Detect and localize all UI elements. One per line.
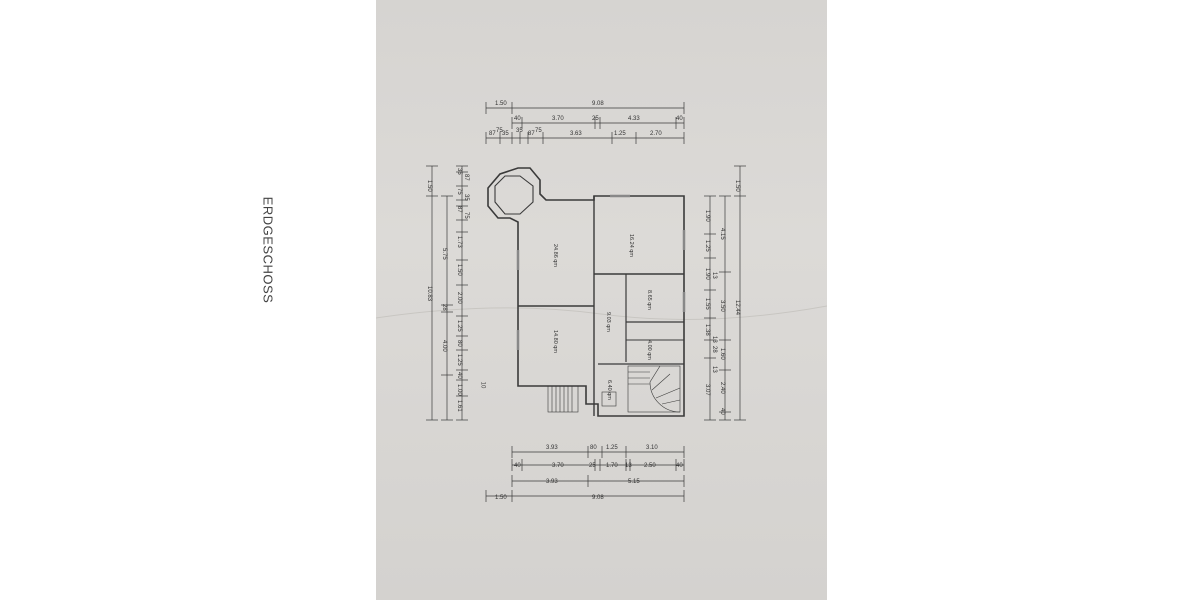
dim-right-small-2: 13 [711, 336, 717, 343]
dim-right-mid-2: 3.50 [719, 300, 725, 312]
dim-top-row3-3: 35 [502, 131, 509, 137]
dim-top-row3-1: 87 [489, 131, 496, 137]
dim-right-mid-3: 1.60 [719, 348, 725, 360]
room-label-16-24: 16.24 qm [628, 234, 634, 257]
dim-left-outer-1: 1.50 [426, 180, 432, 192]
dim-top-row2-1: 40 [514, 116, 521, 122]
dim-top-row3-4: 35 [516, 128, 523, 134]
dim-left-inner-2: 87 [463, 174, 469, 181]
room-label-4-00: 4.00 qm [646, 340, 652, 360]
dim-top-row2-5: 40 [676, 116, 683, 122]
dim-left-inner-4: 35 [463, 194, 469, 201]
dim-bottom-row1-2: 80 [590, 445, 597, 451]
dim-left-outer-2: 10.83 [426, 286, 432, 302]
dim-top-row3-8: 1.25 [614, 131, 626, 137]
dim-top-row3-7: 3.63 [570, 131, 582, 137]
room-label-6-40: 6.40 qm [606, 380, 612, 400]
dim-left-mid-2: 28 [441, 304, 447, 311]
dim-right-inner-1: 1.90 [704, 210, 710, 222]
dim-top-row3-2: 75 [496, 128, 503, 134]
stray-mark: 10 [479, 381, 486, 389]
dim-top-row1-2: 9.08 [592, 101, 604, 107]
dim-top-row3-9: 2.70 [650, 131, 662, 137]
paper-sheet [376, 0, 827, 600]
dim-bottom-row3-1: 3.93 [546, 479, 558, 485]
dim-top-row2-2: 3.70 [552, 116, 564, 122]
dim-left-inner-6: 75 [463, 212, 469, 219]
dim-left-inner-5: 87 [456, 206, 462, 213]
dim-bottom-row1-4: 3.10 [646, 445, 658, 451]
dim-left-inner-8: 1.50 [456, 264, 462, 276]
dim-left-inner-13: 40 [456, 372, 462, 379]
dim-top-row1-1: 1.50 [495, 101, 507, 107]
room-label-9-03: 9.03 qm [605, 312, 611, 332]
room-label-24-86: 24.86 qm [552, 244, 558, 267]
dim-bottom-row4-2: 9.08 [592, 495, 604, 501]
dim-right-small-5: 40 [719, 408, 725, 415]
dim-top-row3-5: 87 [528, 131, 535, 137]
room-label-14-80: 14.80 qm [552, 330, 558, 353]
room-label-8-65: 8.65 qm [646, 290, 652, 310]
dim-bottom-row2-7: 40 [676, 463, 683, 469]
dim-left-inner-7: 1.73 [456, 236, 462, 248]
dim-right-outer-1: 1.50 [734, 180, 740, 192]
dim-top-row2-4: 4.33 [628, 116, 640, 122]
dim-right-inner-4: 1.55 [704, 298, 710, 310]
dim-left-inner-12: 1.25 [456, 354, 462, 366]
dim-right-small-4: 28 [711, 346, 717, 353]
dim-right-mid-4: 2.40 [719, 382, 725, 394]
dim-bottom-row2-2: 3.70 [552, 463, 564, 469]
dim-top-row2-3: 25 [592, 116, 599, 122]
dim-bottom-row2-6: 2.50 [644, 463, 656, 469]
dim-right-inner-2: 1.25 [704, 240, 710, 252]
dim-bottom-row1-1: 3.93 [546, 445, 558, 451]
dim-left-inner-11: 80 [456, 340, 462, 347]
floor-title: ERDGESCHOSS [260, 196, 276, 304]
dim-right-mid-1: 4.15 [719, 228, 725, 240]
dim-bottom-row2-3: 25 [589, 463, 596, 469]
dim-left-inner-15: 1.61 [456, 400, 462, 412]
dim-left-inner-10: 1.25 [456, 320, 462, 332]
dim-left-mid-3: 4.00 [441, 340, 447, 352]
dim-bottom-row3-2: 5.15 [628, 479, 640, 485]
dim-bottom-row2-1: 40 [514, 463, 521, 469]
dim-left-inner-9: 2.00 [456, 292, 462, 304]
dim-bottom-row2-4: 1.70 [606, 463, 618, 469]
dim-right-small-3: 13 [711, 366, 717, 373]
dim-left-inner-1: 35 [456, 168, 462, 175]
dim-left-inner-14: 1.00 [456, 384, 462, 396]
dim-left-mid-1: 5.75 [441, 248, 447, 260]
dim-top-row3-6: 75 [535, 128, 542, 134]
dim-right-outer-2: 12.44 [734, 300, 740, 316]
dim-right-small-1: 13 [711, 272, 717, 279]
dim-bottom-row4-1: 1.50 [495, 495, 507, 501]
dim-right-inner-6: 3.07 [704, 384, 710, 396]
dim-right-inner-5: 1.38 [704, 324, 710, 336]
dim-right-inner-3: 1.90 [704, 268, 710, 280]
dim-left-inner-3: 75 [456, 188, 462, 195]
dim-bottom-row2-5: 13 [625, 463, 632, 469]
dim-bottom-row1-3: 1.25 [606, 445, 618, 451]
